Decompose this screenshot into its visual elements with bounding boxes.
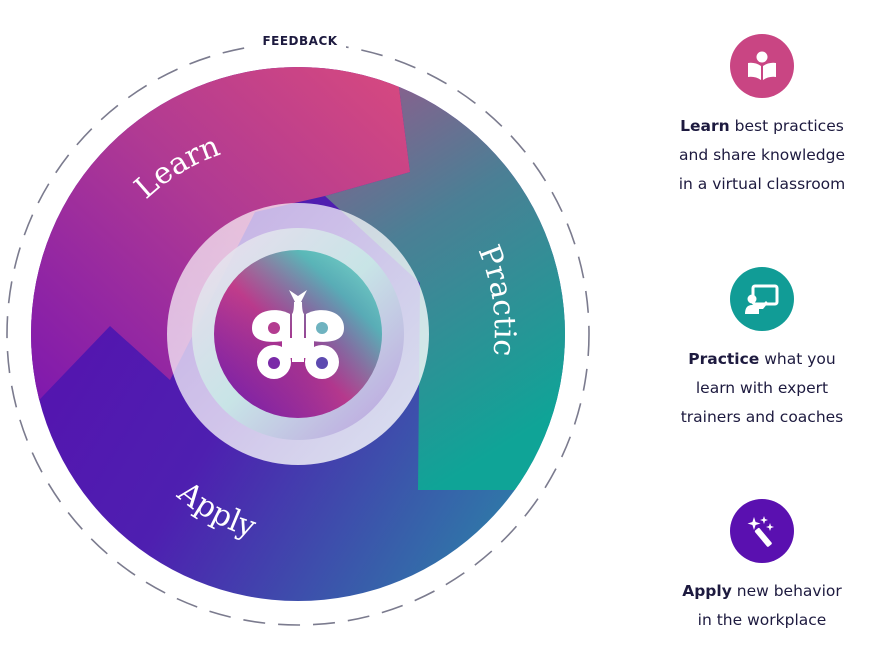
- practice-step: Practice what you learn with expert trai…: [660, 267, 864, 432]
- learn-line-3: in a virtual classroom: [678, 175, 846, 193]
- magic-wand-icon: [747, 516, 774, 547]
- learn-line-1: Learn best practices: [680, 117, 844, 135]
- learn-step: Learn best practices and share knowledge…: [660, 34, 864, 199]
- apply-step: Apply new behavior in the workplace: [660, 499, 864, 635]
- apply-line-2: in the workplace: [697, 611, 827, 629]
- learn-icon-badge: [730, 34, 794, 98]
- practice-line-2: learn with expert: [695, 379, 829, 397]
- learn-description: Learn best practices and share knowledge…: [660, 112, 864, 199]
- practice-description: Practice what you learn with expert trai…: [660, 345, 864, 432]
- butterfly-icon: [252, 290, 344, 379]
- practice-line-1: Practice what you: [688, 350, 836, 368]
- presentation-icon: [745, 284, 779, 314]
- learning-cycle-diagram: FEEDBACK Learn Practice Apply: [6, 28, 590, 626]
- practice-icon-badge: [730, 267, 794, 331]
- practice-line-3: trainers and coaches: [680, 408, 844, 426]
- book-reader-icon: [748, 51, 776, 80]
- feedback-label: FEEDBACK: [262, 34, 337, 48]
- apply-line-1: Apply new behavior: [682, 582, 842, 600]
- apply-description: Apply new behavior in the workplace: [660, 577, 864, 635]
- apply-icon-badge: [730, 499, 794, 563]
- learn-line-2: and share knowledge: [679, 146, 845, 164]
- feedback-label-mask: [254, 28, 346, 54]
